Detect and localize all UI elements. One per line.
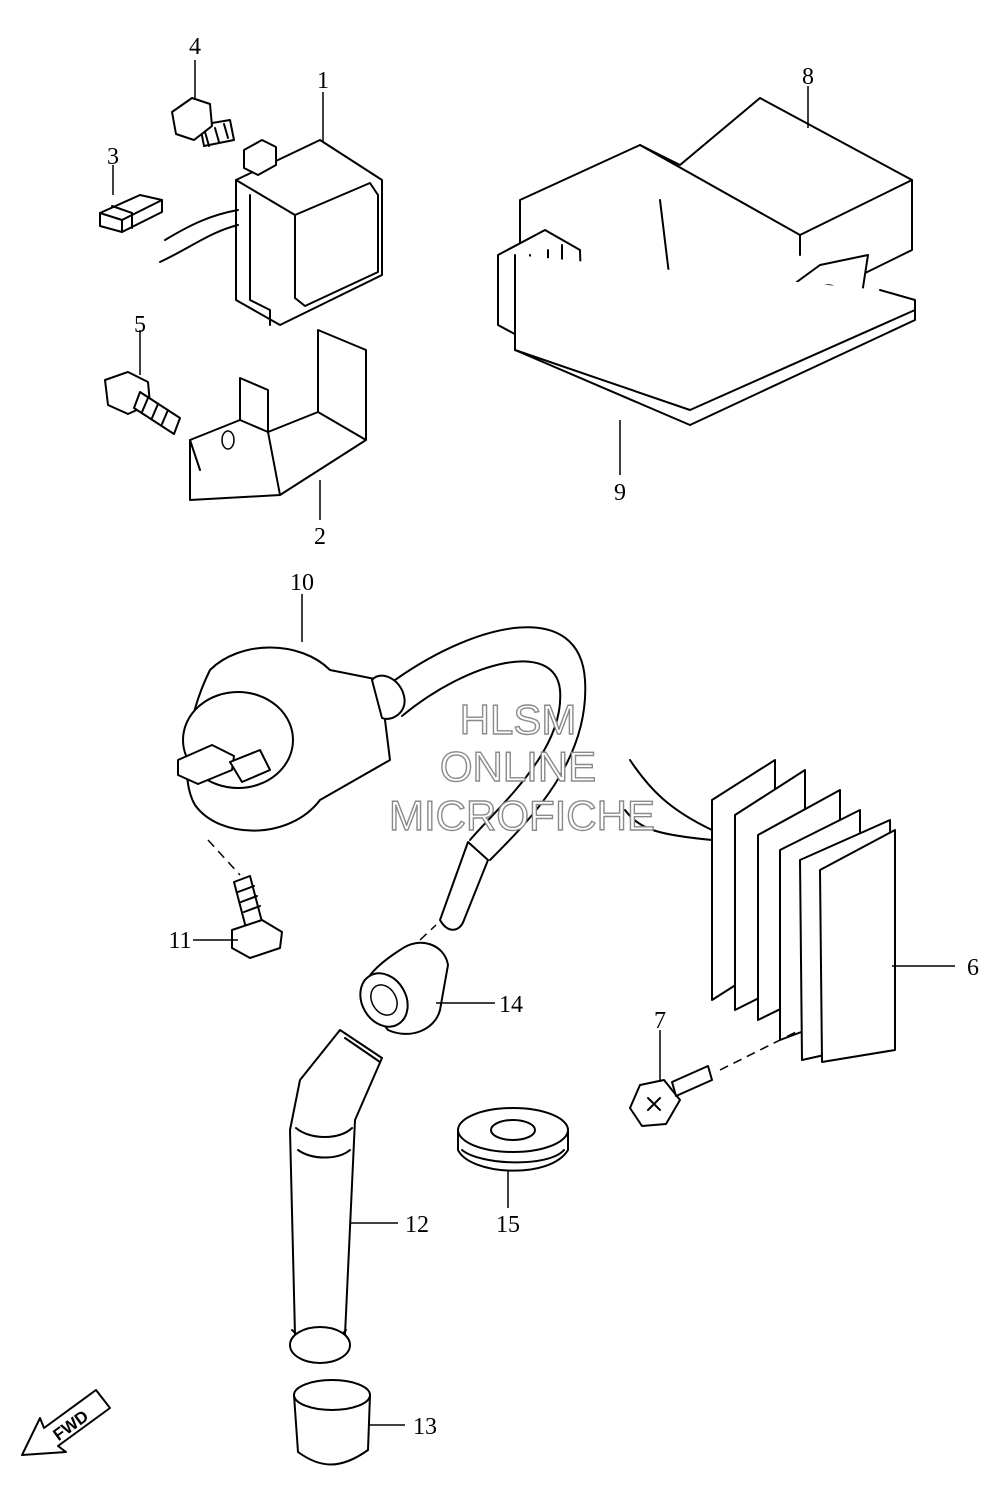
leader-lines bbox=[112, 60, 955, 1426]
part-4-bolt[interactable] bbox=[171, 97, 235, 147]
part-9-cushion[interactable] bbox=[514, 254, 916, 426]
callout-2: 2 bbox=[314, 524, 326, 550]
alignment-line-coil-bolt bbox=[207, 839, 241, 876]
part-13-cover[interactable] bbox=[293, 1379, 371, 1466]
part-10-ignition-coil[interactable] bbox=[177, 626, 587, 931]
callout-13: 13 bbox=[413, 1414, 437, 1440]
callout-1: 1 bbox=[317, 68, 329, 94]
callout-10: 10 bbox=[290, 570, 314, 596]
callout-12: 12 bbox=[405, 1212, 429, 1238]
callout-15: 15 bbox=[496, 1212, 520, 1238]
part-11-bolt[interactable] bbox=[231, 875, 283, 959]
part-15-grommet[interactable] bbox=[457, 1107, 569, 1172]
part-5-bolt[interactable] bbox=[104, 371, 181, 435]
callout-14: 14 bbox=[499, 992, 523, 1018]
callout-8: 8 bbox=[802, 64, 814, 90]
part-12-plug-cap[interactable] bbox=[289, 1029, 383, 1364]
part-7-screw[interactable] bbox=[629, 1065, 713, 1127]
watermark-line-1: HLSM bbox=[460, 696, 577, 743]
alignment-line-regulator-screw bbox=[719, 1029, 801, 1071]
callout-9: 9 bbox=[614, 480, 626, 506]
callout-11: 11 bbox=[168, 928, 191, 954]
callout-6: 6 bbox=[967, 955, 979, 981]
part-1-relay[interactable] bbox=[159, 139, 383, 326]
callout-5: 5 bbox=[134, 312, 146, 338]
part-6-regulator[interactable] bbox=[624, 759, 896, 1063]
alignment-line-cable-cap bbox=[419, 924, 437, 941]
callout-7: 7 bbox=[654, 1008, 666, 1034]
callout-3: 3 bbox=[107, 144, 119, 170]
watermark-line-2: ONLINE bbox=[440, 743, 596, 790]
fwd-arrow-icon: FWD bbox=[21, 1389, 111, 1456]
part-14-cap[interactable] bbox=[351, 941, 449, 1035]
watermark: HLSM ONLINE MICROFICHE bbox=[388, 695, 655, 839]
part-2-bracket[interactable] bbox=[189, 329, 367, 501]
part-3-block[interactable] bbox=[99, 194, 163, 233]
watermark-line-3: MICROFICHE bbox=[389, 792, 655, 839]
callout-4: 4 bbox=[189, 34, 201, 60]
